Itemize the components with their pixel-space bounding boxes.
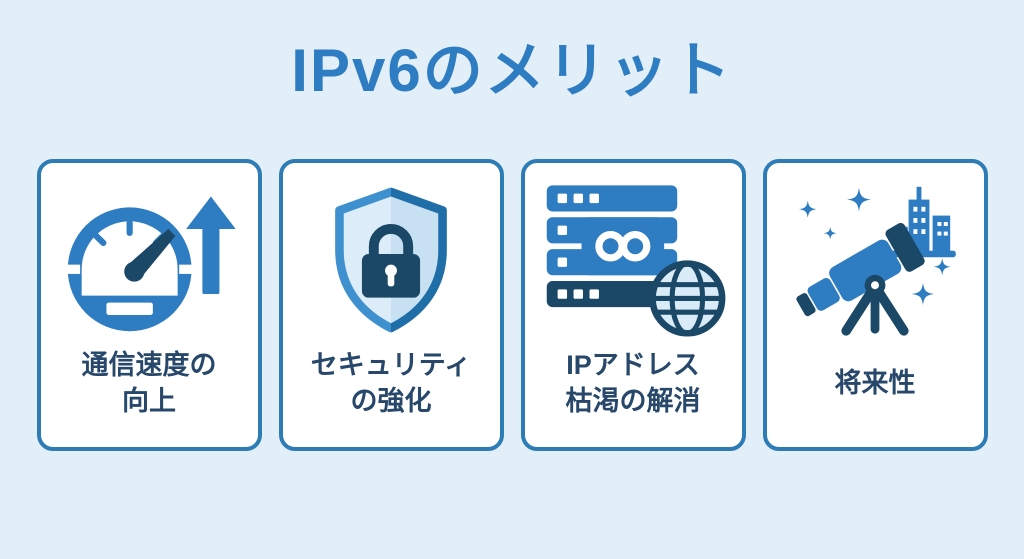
shield-lock-icon [335,187,447,333]
telescope-future-icon [796,186,956,336]
card-future-label: 将来性 [834,368,916,399]
page-title: IPv6のメリット [291,37,733,104]
card-security-icon-area [320,163,462,343]
card-speed-icon-area [60,163,238,343]
card-future: 将来性 [762,159,988,451]
card-future-icon-area [787,163,963,343]
card-ip-address-icon-area [538,163,728,343]
card-security-label: セキュリティ の強化 [310,350,472,416]
card-security: セキュリティ の強化 [278,159,504,451]
speedometer-up-arrow-icon [61,196,236,332]
benefit-cards-row: 通信速度の 向上 [0,159,1024,451]
card-speed: 通信速度の 向上 [36,159,262,451]
card-speed-label: 通信速度の 向上 [81,350,217,416]
card-ip-address-label: IPアドレス 枯渇の解消 [565,350,701,416]
server-infinity-globe-icon [546,185,726,337]
card-ip-address: IPアドレス 枯渇の解消 [520,159,746,451]
